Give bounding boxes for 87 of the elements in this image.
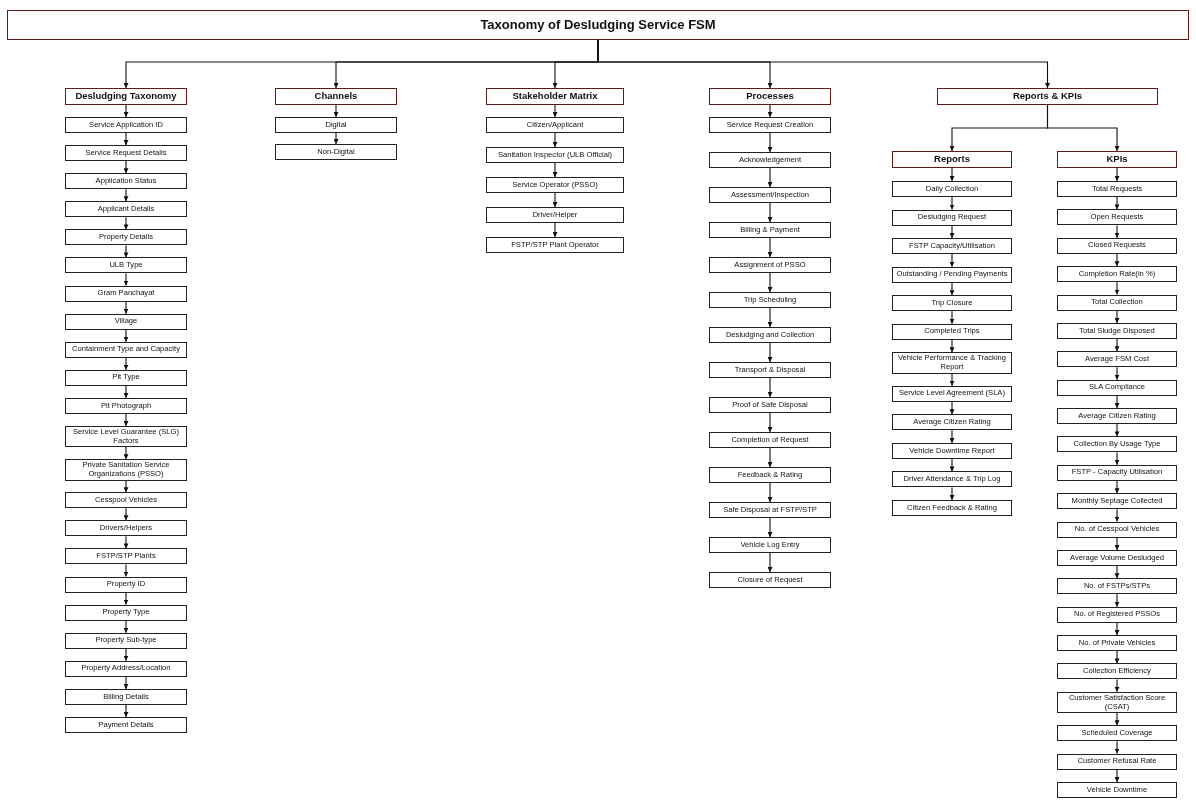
arrow: [1114, 395, 1120, 409]
arrow: [333, 104, 339, 118]
arrow: [552, 222, 558, 238]
arrow: [1114, 508, 1120, 523]
arrow: [333, 132, 339, 145]
arrow: [1114, 309, 1120, 324]
arrow: [123, 446, 129, 460]
arrow: [767, 272, 773, 293]
arrow: [1114, 712, 1120, 726]
arrow: [1114, 650, 1120, 665]
category-box: Stakeholder Matrix: [486, 88, 624, 105]
arrow: [1114, 480, 1120, 494]
arrow: [767, 104, 773, 118]
category-box: KPIs: [1057, 151, 1177, 168]
arrow: [767, 412, 773, 433]
arrow: [123, 535, 129, 549]
arrow: [123, 329, 129, 343]
arrow: [1114, 593, 1120, 608]
arrow: [123, 413, 129, 427]
arrow: [949, 253, 955, 268]
arrow: [767, 517, 773, 538]
arrow: [949, 486, 955, 501]
arrow: [767, 447, 773, 468]
arrow: [949, 458, 955, 472]
arrow: [1114, 196, 1120, 210]
arrow: [1114, 740, 1120, 755]
arrow: [1114, 678, 1120, 693]
arrow: [123, 704, 129, 718]
arrow: [123, 132, 129, 146]
arrow: [123, 591, 129, 606]
arrow: [949, 429, 955, 444]
arrow: [552, 132, 558, 148]
arrow: [1114, 224, 1120, 239]
arrow: [1114, 565, 1120, 579]
arrow: [767, 237, 773, 258]
arrow: [1114, 537, 1120, 551]
arrow: [123, 385, 129, 399]
arrow: [1114, 281, 1120, 296]
arrow: [1114, 622, 1120, 636]
arrow: [123, 648, 129, 662]
category-box: Channels: [275, 88, 397, 105]
title-box: Taxonomy of Desludging Service FSM: [7, 10, 1189, 40]
arrow: [767, 132, 773, 153]
arrow: [767, 167, 773, 188]
arrow: [123, 563, 129, 578]
arrow: [123, 104, 129, 118]
arrow: [1114, 167, 1120, 182]
arrow: [767, 202, 773, 223]
arrow: [552, 192, 558, 208]
arrow: [1114, 338, 1120, 352]
arrow: [949, 282, 955, 296]
category-box: Reports: [892, 151, 1012, 168]
arrow: [1114, 451, 1120, 466]
arrow: [123, 160, 129, 174]
arrow: [949, 372, 955, 387]
arrow: [597, 39, 1050, 89]
arrow: [123, 272, 129, 287]
arrow: [949, 401, 955, 415]
arrow: [949, 310, 955, 325]
category-box: Processes: [709, 88, 831, 105]
arrow: [767, 377, 773, 398]
arrow: [123, 301, 129, 315]
arrow: [767, 342, 773, 363]
arrow: [949, 167, 955, 182]
category-box: Desludging Taxonomy: [65, 88, 187, 105]
arrow: [1114, 769, 1120, 783]
arrow: [552, 104, 558, 118]
arrow: [949, 339, 955, 353]
arrow: [123, 479, 129, 493]
arrow: [552, 162, 558, 178]
arrow: [123, 244, 129, 259]
arrow: [123, 620, 129, 634]
arrow: [123, 216, 129, 230]
arrow: [767, 482, 773, 503]
arrow: [1114, 253, 1120, 267]
arrow: [123, 357, 129, 371]
category-box: Reports & KPIs: [937, 88, 1158, 105]
arrow: [1046, 104, 1120, 152]
arrow: [949, 196, 955, 211]
arrow: [123, 507, 129, 521]
arrow: [1114, 366, 1120, 381]
arrow: [949, 225, 955, 239]
arrow: [767, 307, 773, 328]
arrow: [123, 676, 129, 690]
arrow: [1114, 423, 1120, 437]
arrow: [767, 552, 773, 573]
arrow: [123, 188, 129, 202]
